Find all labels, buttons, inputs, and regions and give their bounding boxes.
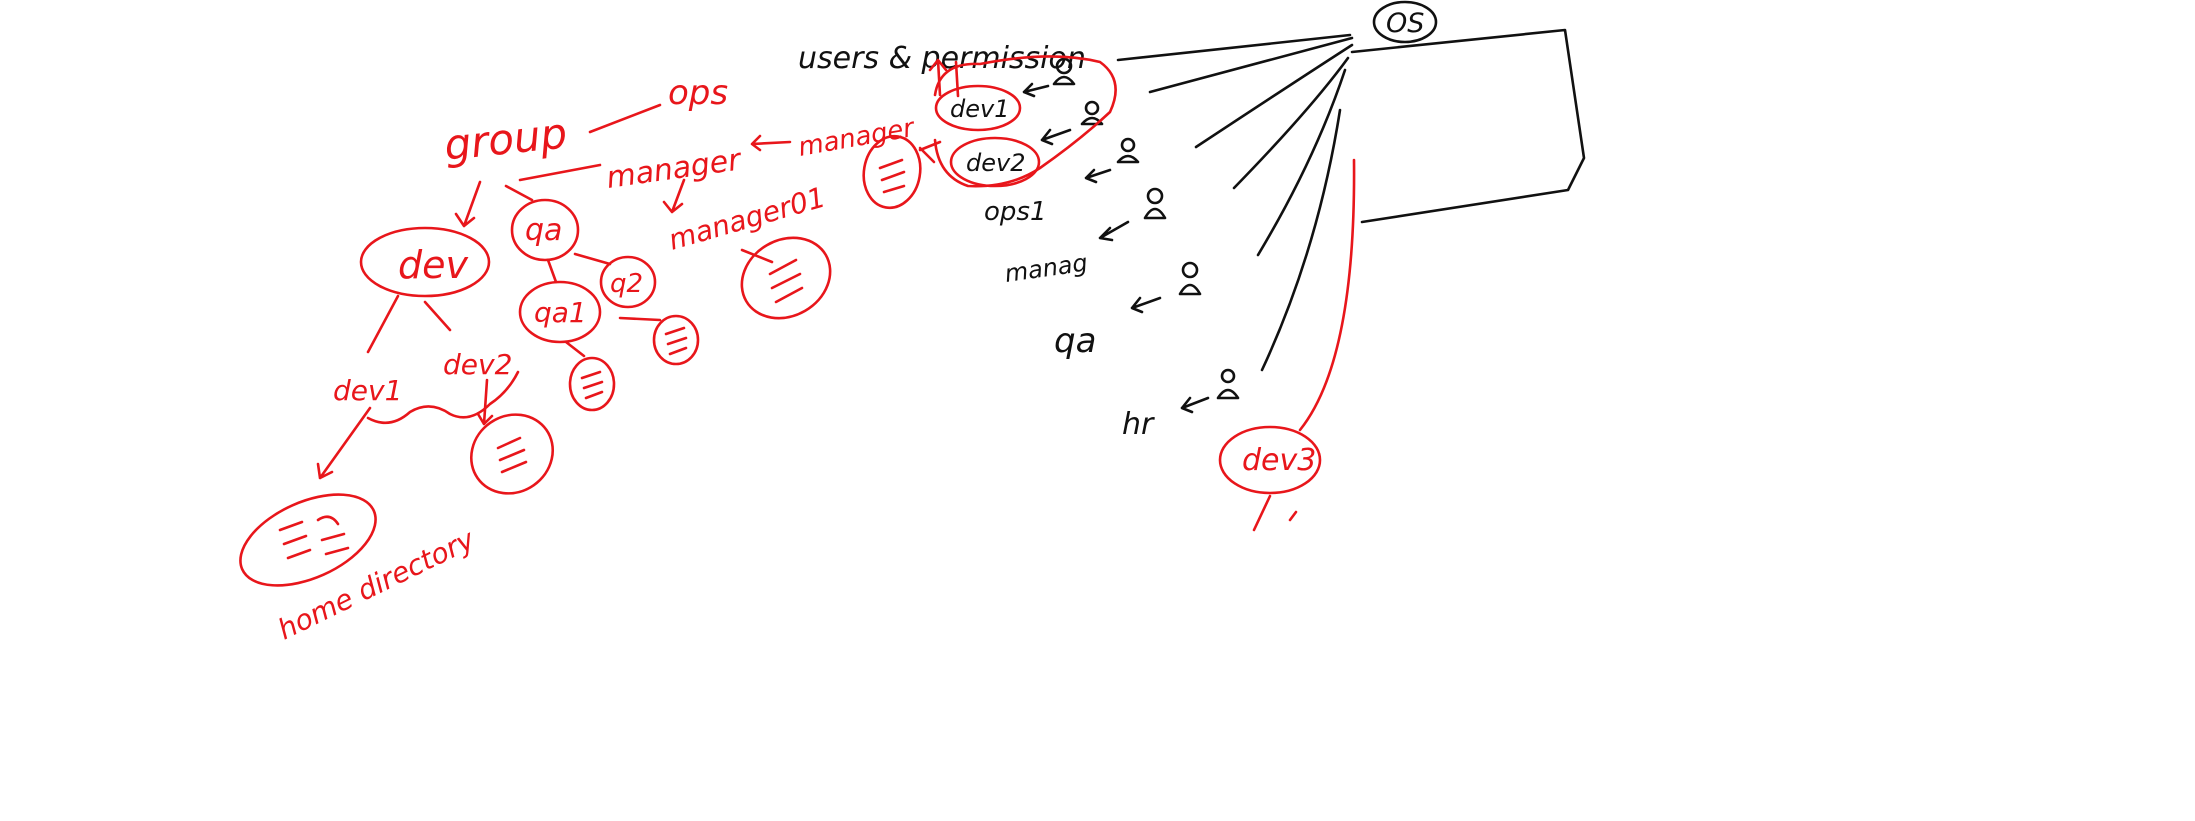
qa1-oval — [518, 280, 602, 344]
q2-label: q2 — [610, 269, 643, 299]
manager-label: manager — [604, 142, 744, 196]
group-to-qa-line — [504, 184, 534, 202]
users-permission-title: users & permission — [798, 41, 1086, 76]
dev3-label: dev3 — [1242, 443, 1316, 478]
group-hierarchy: group ops manager manager01 manager dev … — [239, 55, 1356, 647]
manager01-folder-oval — [740, 236, 832, 320]
manager-down-arrow — [662, 178, 686, 214]
group-to-ops-line — [588, 103, 662, 134]
q2-folder-circle — [652, 314, 700, 366]
person-icon — [1216, 368, 1240, 400]
person-icon — [1178, 261, 1202, 296]
user-list: dev1 dev2 ops1 — [934, 57, 1240, 442]
dev1-red-label: dev1 — [333, 374, 402, 407]
dev1-to-home-arrow — [316, 406, 372, 480]
arrow-left — [1022, 82, 1050, 98]
q2-folder-line — [618, 316, 662, 322]
dev2-red-label: dev2 — [443, 348, 512, 381]
dev3-oval — [1218, 425, 1322, 495]
person-icon — [1080, 100, 1104, 126]
folder-lines — [664, 326, 688, 356]
qa-user-label: qa — [1054, 321, 1096, 361]
q2-circle — [599, 255, 657, 309]
dev3-to-os-line — [1298, 158, 1356, 432]
user-line — [1232, 56, 1350, 190]
ops-label: ops — [668, 73, 728, 113]
ops-folder-oval — [862, 134, 922, 210]
dev2-down-arrow — [476, 378, 494, 426]
os-box — [1350, 28, 1586, 224]
home-directory-oval — [239, 493, 377, 587]
dev1-user-oval — [934, 84, 1022, 132]
dev2-user-label: dev2 — [966, 149, 1025, 177]
manager-right-arrow — [750, 134, 792, 152]
os-circle — [1372, 0, 1438, 44]
qa-group-circle — [510, 198, 580, 262]
dev2-folder-oval — [469, 413, 555, 495]
user-row-dev1: dev1 — [934, 57, 1076, 132]
os-label: OS — [1386, 8, 1424, 39]
folder-lines — [768, 258, 804, 304]
user-line — [1194, 43, 1354, 149]
qa-group-label: qa — [525, 213, 562, 248]
dev-to-dev2-line — [423, 300, 452, 332]
user-row-dev2: dev2 — [949, 100, 1104, 188]
group-to-dev-arrow — [454, 180, 482, 228]
arrow-left — [1180, 396, 1210, 414]
manager01-label: manager01 — [665, 180, 829, 256]
user-line — [1116, 33, 1352, 62]
dev-to-dev1-line — [366, 294, 400, 354]
dev-group-oval — [359, 226, 491, 298]
dev3-down-arrow — [1252, 494, 1298, 532]
manager-user-label: manag — [1003, 249, 1089, 288]
os-section: OS — [1116, 0, 1586, 372]
home-directory-label: home directory — [273, 523, 480, 647]
home-directory-scribble — [278, 515, 350, 560]
dev-group-label: dev — [398, 243, 469, 287]
user-row-qa: qa — [1054, 261, 1202, 361]
qa1-folder-line — [564, 340, 586, 358]
wavy-connector — [366, 370, 520, 425]
person-icon — [1052, 57, 1076, 86]
person-icon — [1143, 187, 1167, 220]
qa-to-q2-line — [573, 252, 612, 266]
user-line — [1260, 108, 1342, 372]
manager01-folder-line — [740, 248, 774, 264]
hr-label: hr — [1122, 407, 1155, 442]
arrow-left — [1040, 128, 1072, 146]
user-row-hr: hr — [1122, 368, 1240, 442]
group-label: group — [442, 108, 569, 170]
arrow-left — [1084, 168, 1112, 184]
dev-users-bracket — [933, 55, 1117, 188]
arrow-left — [1098, 220, 1130, 242]
user-row-ops1: ops1 — [984, 137, 1140, 227]
ops1-label: ops1 — [984, 197, 1047, 227]
bracket-up-arrows — [928, 58, 960, 98]
person-icon — [1116, 137, 1140, 164]
folder-lines — [878, 158, 906, 194]
qa1-label: qa1 — [534, 296, 587, 329]
folder-lines — [580, 370, 604, 400]
dev1-user-label: dev1 — [950, 95, 1009, 123]
qa-to-qa1-line — [546, 258, 558, 284]
qa1-folder-circle — [568, 356, 616, 412]
folder-link-line — [918, 140, 942, 164]
arrow-left — [1130, 296, 1162, 314]
group-to-manager-line — [518, 163, 602, 182]
user-line — [1148, 36, 1354, 94]
user-line — [1256, 68, 1347, 257]
folder-lines — [496, 436, 528, 474]
